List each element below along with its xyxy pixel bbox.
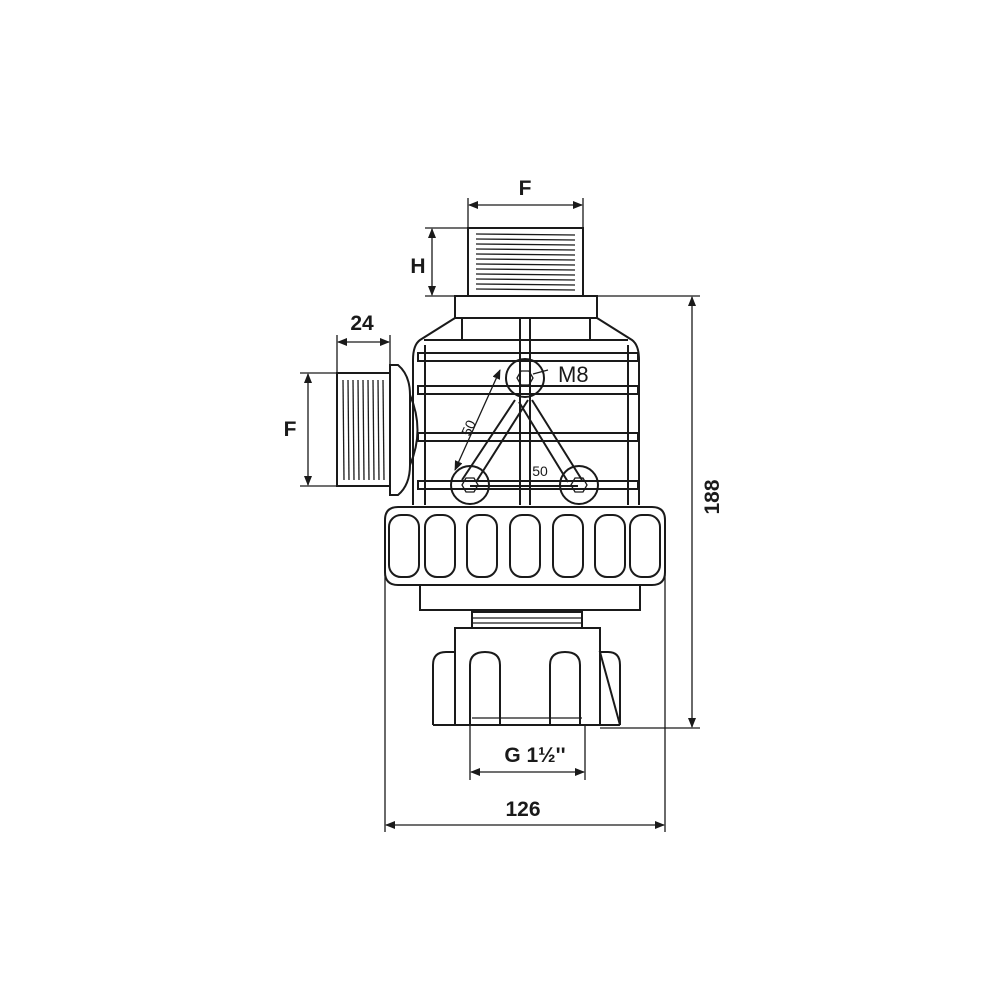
thread-line	[352, 379, 355, 481]
thread-line	[475, 238, 576, 241]
dim-top-thread-label: F	[519, 177, 532, 200]
thread-line	[475, 283, 576, 286]
nut-lobe	[594, 514, 626, 578]
bolt-spacing-diagonal-label: 50	[458, 417, 479, 438]
thread-line	[362, 379, 365, 481]
nut-lobe	[509, 514, 541, 578]
dim-outlet-thread-label: G 1½''	[504, 744, 565, 767]
thread-line	[475, 258, 576, 261]
thread-line	[357, 379, 360, 481]
bolt-size-label: M8	[558, 362, 589, 387]
dim-overall-width-label: 126	[505, 798, 540, 821]
thread-line	[382, 379, 385, 481]
thread-line	[377, 379, 380, 481]
dim-side-width-label: F	[284, 418, 297, 441]
dimension-lines	[300, 198, 700, 832]
cage-bar	[417, 385, 639, 395]
thread-line	[475, 233, 576, 236]
nut-lobe	[629, 514, 661, 578]
nut-lobe	[424, 514, 456, 578]
dim-overall-height-label: 188	[701, 479, 724, 514]
bolt-spacing-horizontal-label: 50	[532, 463, 548, 479]
thread-line	[372, 379, 375, 481]
nut-lobe	[388, 514, 420, 578]
thread-line	[475, 248, 576, 251]
nut-lobe	[552, 514, 584, 578]
thread-line	[475, 243, 576, 246]
thread-line	[475, 278, 576, 281]
nut-lobe	[466, 514, 498, 578]
cage-bar	[417, 480, 639, 490]
bowl-nut-ring	[384, 506, 666, 611]
thread-line	[347, 379, 350, 481]
thread-line	[475, 288, 576, 291]
dim-side-length-label: 24	[350, 312, 374, 335]
top-collar	[454, 295, 598, 319]
cage-bar	[417, 352, 639, 362]
thread-line	[475, 273, 576, 276]
filter-body-cage	[412, 317, 640, 505]
outlet-fitting	[432, 611, 621, 726]
thread-line	[342, 379, 345, 481]
thread-line	[475, 268, 576, 271]
thread-line	[475, 263, 576, 266]
cage-bar	[417, 432, 639, 442]
side-port	[336, 364, 419, 496]
dim-top-height-label: H	[410, 255, 425, 278]
top-thread	[467, 227, 584, 297]
thread-line	[475, 253, 576, 256]
thread-line	[367, 379, 370, 481]
